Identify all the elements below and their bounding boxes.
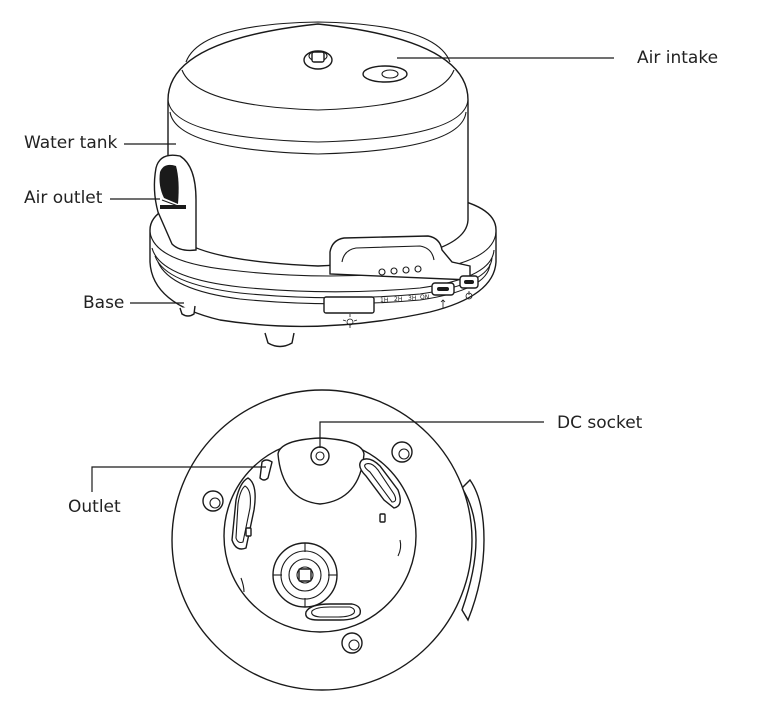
air-intake-slot xyxy=(362,65,408,83)
led-indicators xyxy=(378,265,422,276)
humidifier-side-view: 1H 2H 3H ON xyxy=(149,21,497,348)
label-base: Base xyxy=(83,293,124,313)
fan-grille xyxy=(272,542,338,608)
control-panel: 1H 2H 3H ON xyxy=(323,275,479,328)
light-bulb-icon xyxy=(342,314,358,328)
timer-label-1h: 1H xyxy=(380,297,388,304)
timer-label-on: ON xyxy=(420,294,429,301)
screw-posts xyxy=(202,441,413,654)
label-air-outlet: Air outlet xyxy=(24,188,103,208)
dc-socket xyxy=(310,446,330,466)
timer-label-3h: 3H xyxy=(408,295,416,302)
label-water-tank: Water tank xyxy=(24,133,118,153)
label-air-intake: Air intake xyxy=(637,48,718,68)
mist-icon xyxy=(440,299,446,308)
leader-lines xyxy=(91,57,614,492)
label-outlet: Outlet xyxy=(68,497,121,517)
humidifier-bottom-view xyxy=(171,389,485,691)
power-icon xyxy=(465,291,473,300)
timer-label-2h: 2H xyxy=(394,296,402,303)
light-button[interactable] xyxy=(323,296,375,314)
label-dc-socket: DC socket xyxy=(557,413,643,433)
